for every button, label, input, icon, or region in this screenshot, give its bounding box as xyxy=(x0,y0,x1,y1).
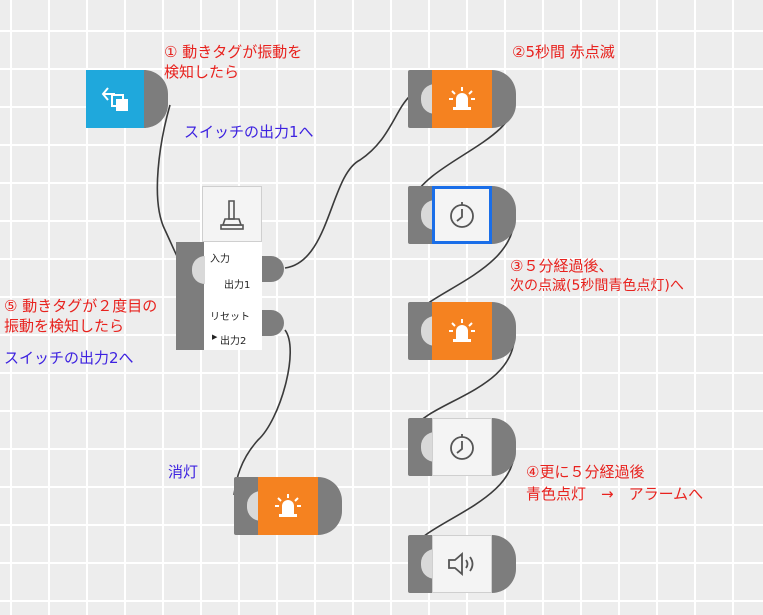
annotation-step1-line1: ① 動きタグが振動を xyxy=(164,43,303,61)
timer-1-block[interactable] xyxy=(408,186,516,244)
speaker-input-port[interactable] xyxy=(408,535,435,593)
switch-output2-port[interactable] xyxy=(262,310,284,336)
wire-motion-to-switch-input xyxy=(156,104,181,263)
switch-output2-label: 出力2 xyxy=(220,336,247,347)
timer-1-face[interactable] xyxy=(432,186,492,244)
annotation-step5-line1: ⑤ 動きタグが２度目の xyxy=(4,297,158,315)
siren-red-output-port[interactable] xyxy=(492,70,516,128)
caret-right-icon: ▶ xyxy=(212,333,218,341)
motion-tag-block[interactable] xyxy=(86,70,194,128)
wire-switch-out1-to-siren-red xyxy=(284,95,411,269)
timer-1-input-port[interactable] xyxy=(408,186,435,244)
siren-blue-block[interactable] xyxy=(408,302,516,360)
timer-icon xyxy=(450,434,474,460)
toggle-switch-icon xyxy=(220,200,244,230)
speaker-icon xyxy=(448,552,474,576)
siren-blue-input-port[interactable] xyxy=(408,302,435,360)
timer-1-output-port[interactable] xyxy=(492,186,516,244)
timer-icon xyxy=(450,202,474,228)
switch-face[interactable] xyxy=(202,186,262,242)
switch-panel xyxy=(202,242,262,350)
switch-input-port[interactable] xyxy=(176,242,205,350)
annotation-step3-line2: 次の点滅(5秒間青色点灯)へ xyxy=(510,278,684,294)
siren-red-input-port[interactable] xyxy=(408,70,435,128)
siren-off-input-port[interactable] xyxy=(234,477,261,535)
motion-tag-icon xyxy=(101,87,128,111)
timer-2-block[interactable] xyxy=(408,418,516,476)
annotation-lights-off: 消灯 xyxy=(168,463,199,481)
siren-off-face[interactable] xyxy=(258,477,318,535)
siren-off-output-port[interactable] xyxy=(318,477,342,535)
switch-input-label: 入力 xyxy=(210,254,230,265)
annotation-step1-line2: 検知したら xyxy=(164,63,240,81)
switch-output1-port[interactable] xyxy=(262,256,284,282)
siren-icon xyxy=(449,319,475,342)
speaker-face[interactable] xyxy=(432,535,492,593)
annotation-step5-line2: 振動を検知したら xyxy=(4,317,125,335)
siren-red-face[interactable] xyxy=(432,70,492,128)
timer-2-face[interactable] xyxy=(432,418,492,476)
annotation-step4-line1: ④更に５分経過後 xyxy=(526,463,645,481)
siren-red-block[interactable] xyxy=(408,70,516,128)
motion-tag-face[interactable] xyxy=(86,70,146,128)
annotation-step3-line1: ③５分経過後、 xyxy=(510,257,614,275)
wire-switch-out2-to-siren-off xyxy=(233,329,292,496)
timer-2-output-port[interactable] xyxy=(492,418,516,476)
speaker-block[interactable] xyxy=(408,535,516,593)
annotation-step2: ②5秒間 赤点滅 xyxy=(512,43,615,61)
speaker-output-port[interactable] xyxy=(492,535,516,593)
siren-icon xyxy=(275,494,301,517)
annotation-step4-line2: 青色点灯 → アラームへ xyxy=(526,485,704,503)
timer-2-input-port[interactable] xyxy=(408,418,435,476)
annotation-step5-switch: スイッチの出力2へ xyxy=(4,349,134,367)
siren-off-block[interactable] xyxy=(234,477,342,535)
annotation-step1-switch: スイッチの出力1へ xyxy=(184,123,314,141)
switch-block[interactable]: 入力 出力1 リセット ▶ 出力2 xyxy=(176,186,286,366)
switch-output1-label: 出力1 xyxy=(224,280,251,291)
siren-blue-face[interactable] xyxy=(432,302,492,360)
switch-reset-label: リセット xyxy=(210,312,250,323)
siren-blue-output-port[interactable] xyxy=(492,302,516,360)
siren-icon xyxy=(449,87,475,110)
